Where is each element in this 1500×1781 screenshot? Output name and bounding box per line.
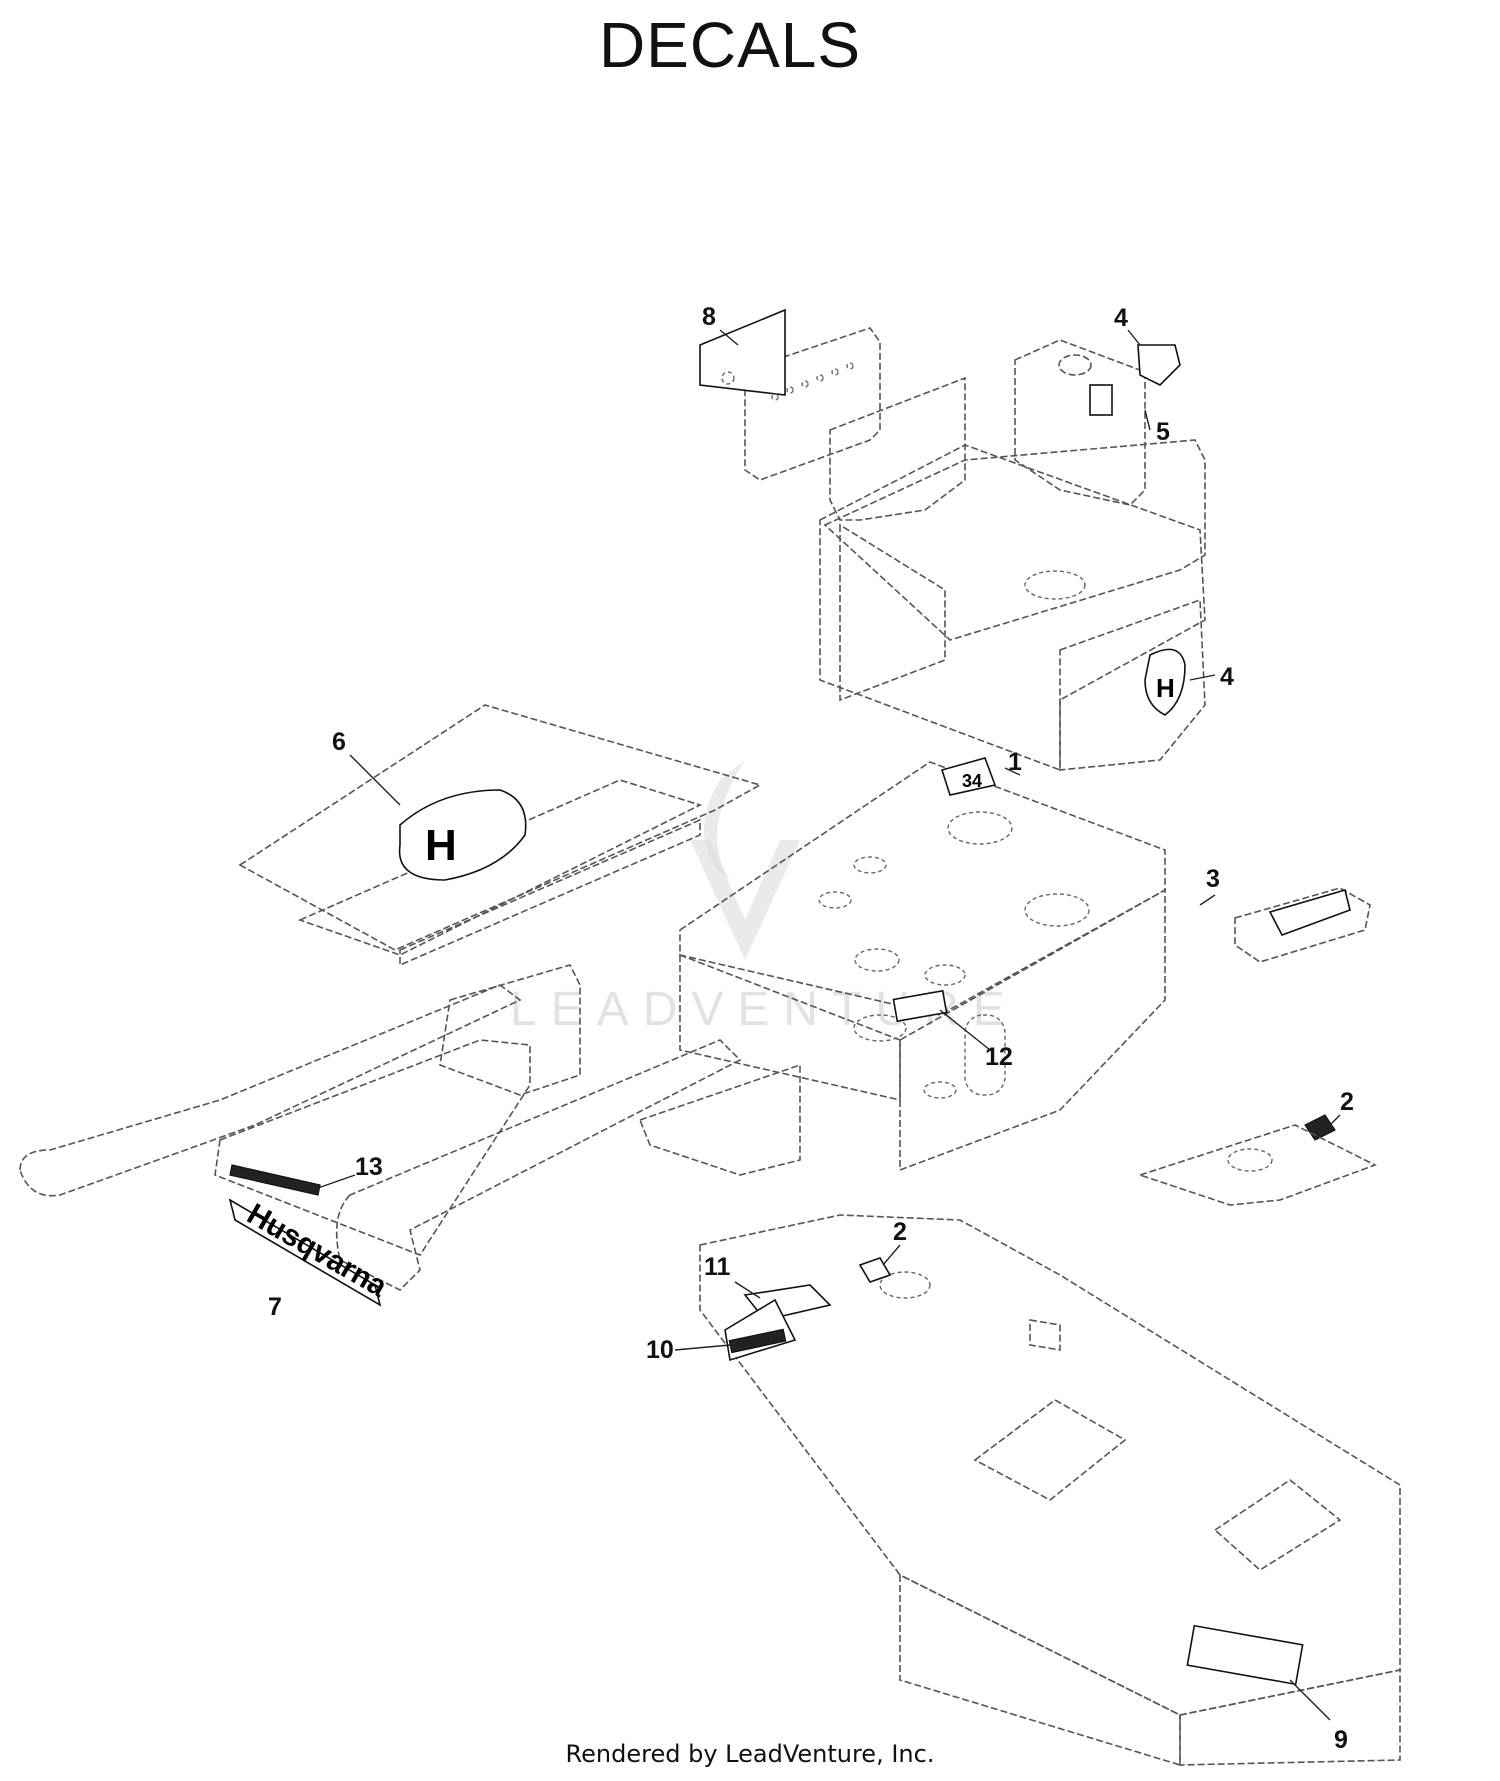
callout-13: 13 — [355, 1153, 383, 1181]
decal-4-lower — [1144, 648, 1186, 716]
footer-credit: Rendered by LeadVenture, Inc. — [565, 1740, 935, 1768]
decal-6: H — [398, 789, 527, 881]
callout-4-lower: 4 — [1220, 663, 1234, 691]
decal-8 — [699, 308, 786, 396]
callout-3: 3 — [1206, 865, 1220, 893]
callout-4-upper: 4 — [1114, 304, 1128, 332]
decal-7: Husqvarna — [228, 1197, 393, 1307]
callout-11: 11 — [704, 1253, 731, 1281]
body-frame: H — [819, 444, 1206, 772]
svg-text:H: H — [1156, 673, 1175, 703]
callout-6: 6 — [332, 728, 346, 756]
svg-text:H: H — [425, 821, 457, 870]
callout-8: 8 — [702, 303, 716, 331]
callout-2-right: 2 — [1340, 1088, 1354, 1116]
brand-label: Husqvarna — [242, 1197, 393, 1303]
leader-lines — [317, 329, 1341, 1721]
cutting-deck — [699, 1124, 1401, 1767]
decal-1: 34 — [940, 757, 997, 796]
decal-3 — [1268, 888, 1351, 936]
callout-5: 5 — [1156, 418, 1170, 446]
callout-10: 10 — [646, 1336, 674, 1364]
rear-cover: H — [238, 704, 763, 967]
callout-12: 12 — [985, 1043, 1013, 1071]
page-title: DECALS — [598, 9, 862, 81]
decal-13 — [229, 1164, 321, 1196]
console-plate-assembly — [699, 308, 1206, 702]
callout-1: 1 — [1008, 748, 1022, 776]
callout-labels: 1 2 2 3 4 4 5 6 7 8 9 10 11 12 13 — [268, 303, 1354, 1754]
deck-size-label: 34 — [962, 771, 982, 791]
callout-7: 7 — [268, 1293, 282, 1321]
callout-2-deck: 2 — [893, 1218, 907, 1246]
decal-2-right — [1304, 1114, 1336, 1141]
decal-2-deck — [858, 1257, 892, 1283]
decal-4-upper — [1137, 344, 1181, 386]
callout-9: 9 — [1334, 1726, 1348, 1754]
decal-5 — [1089, 384, 1113, 416]
main-body: 34 — [679, 757, 1166, 1172]
decal-12 — [892, 989, 948, 1023]
bracket-3 — [1234, 887, 1371, 963]
decal-9 — [1186, 1624, 1304, 1686]
decal-10 — [724, 1298, 797, 1362]
